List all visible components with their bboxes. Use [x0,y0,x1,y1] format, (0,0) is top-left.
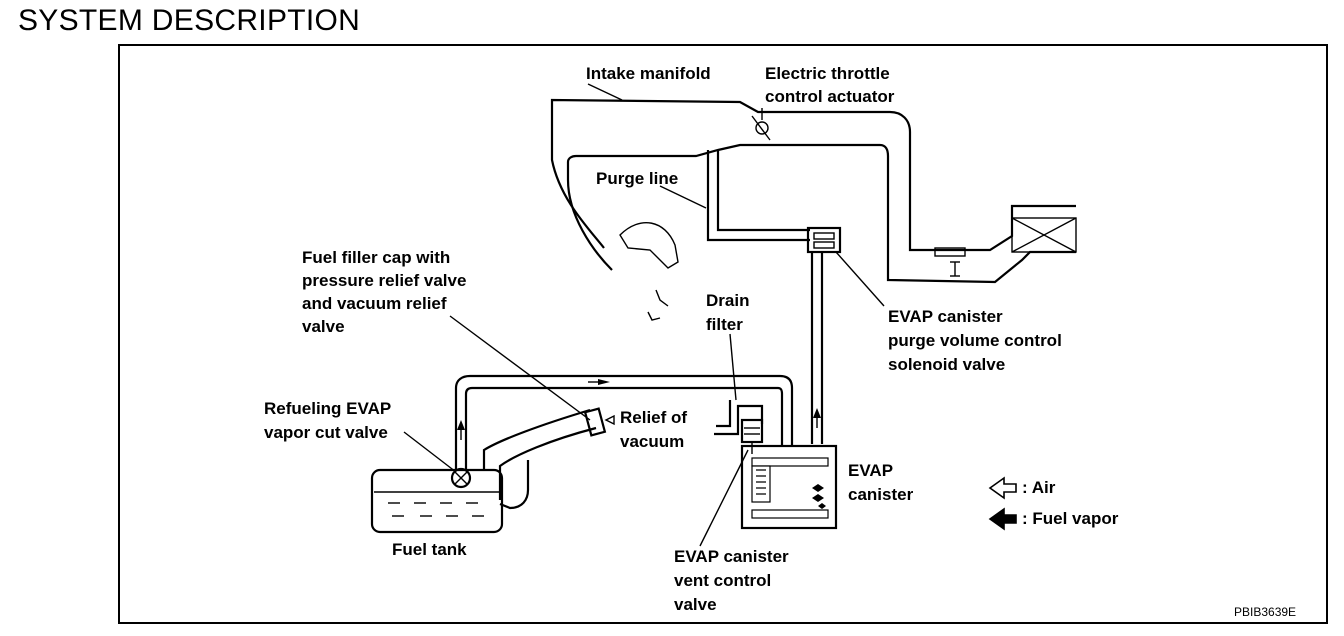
label-filler-cap-line4: valve [302,317,345,336]
label-purge-valve-line1: EVAP canister [888,307,1003,326]
label-relief-vacuum-line2: vacuum [620,432,684,451]
label-intake-manifold: Intake manifold [586,64,711,83]
label-fuel-tank: Fuel tank [392,540,467,559]
label-relief-vacuum-line1: Relief of [620,408,687,427]
label-filler-cap-line3: and vacuum relief [302,294,447,313]
canister-purge-line [810,252,824,444]
label-throttle-line1: Electric throttle [765,64,890,83]
evap-canister-shape [740,444,838,530]
label-vent-valve-line1: EVAP canister [674,547,789,566]
label-throttle-line2: control actuator [765,87,895,106]
legend: : Air : Fuel vapor [988,476,1119,531]
label-filler-cap-line2: pressure relief valve [302,271,466,290]
label-canister-line2: canister [848,485,914,504]
label-vent-valve-line3: valve [674,595,717,614]
air-arrow-icon [988,476,1017,500]
fuel-vapor-arrow-icon [988,507,1017,531]
legend-air-label: : Air [1022,478,1056,497]
label-refuel-valve-line1: Refueling EVAP [264,399,391,418]
legend-fuel-vapor-label: : Fuel vapor [1022,509,1119,528]
page-title: SYSTEM DESCRIPTION [18,4,361,37]
label-drain-filter-line1: Drain [706,291,749,310]
label-vent-valve-line2: vent control [674,571,771,590]
label-purge-valve-line2: purge volume control [888,331,1062,350]
label-purge-valve-line3: solenoid valve [888,355,1005,374]
label-drain-filter-line2: filter [706,315,743,334]
vapor-line-shape [454,374,794,470]
intake-manifold-shape [550,98,1077,321]
throttle-valve-shape [751,115,771,141]
purge-line-shape [706,150,810,242]
figure-code: PBIB3639E [1234,605,1296,619]
leader-lines [403,83,885,547]
label-refuel-valve-line2: vapor cut valve [264,423,388,442]
fuel-tank-shape [370,467,504,534]
drain-filter-shape [714,400,764,454]
purge-solenoid-valve-shape [806,226,842,254]
label-canister-line1: EVAP [848,461,893,480]
label-filler-cap-line1: Fuel filler cap with [302,248,450,267]
label-purge-line: Purge line [596,169,678,188]
diagram-frame [118,44,1328,624]
filler-neck-shape [482,407,607,510]
